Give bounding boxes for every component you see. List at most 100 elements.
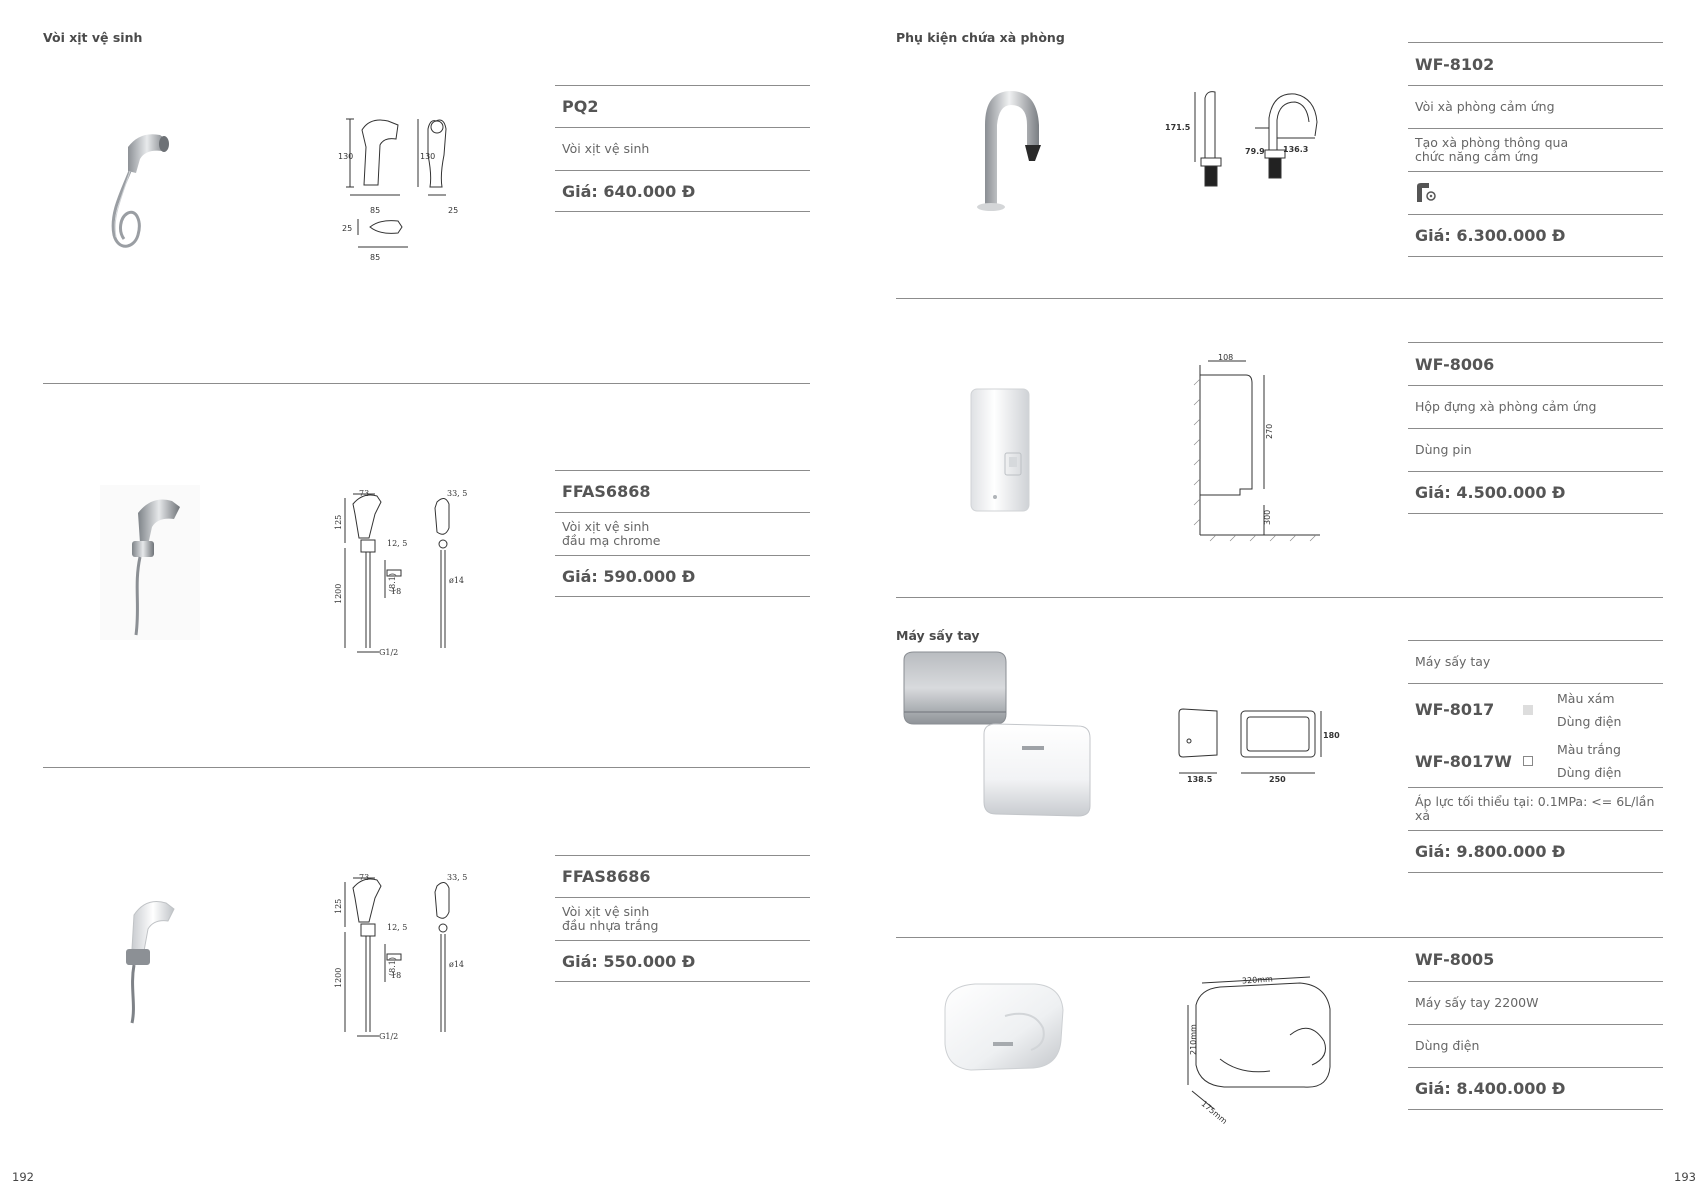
svg-text:138.5: 138.5 (1187, 775, 1213, 784)
ffas6868-spec-table: FFAS6868 Vòi xịt vệ sinh đầu mạ chrome G… (555, 470, 810, 597)
product-desc-row: Vòi xà phòng cảm ứng (1408, 85, 1663, 128)
svg-text:33, 5: 33, 5 (447, 873, 467, 882)
product-price: Giá: 9.800.000 Đ (1415, 842, 1566, 861)
product-price-row: Giá: 6.300.000 Đ (1408, 214, 1663, 257)
feature-line-1: Tạo xà phòng thông qua (1415, 135, 1569, 150)
section-divider (896, 597, 1663, 598)
product-code: WF-8006 (1415, 354, 1495, 374)
svg-text:171.5: 171.5 (1165, 123, 1191, 132)
svg-text:130: 130 (420, 152, 435, 161)
pq2-technical-drawing: 130 85 130 25 25 85 (338, 118, 458, 262)
svg-text:G1/2: G1/2 (379, 1032, 398, 1041)
variant-color: Màu xám (1557, 690, 1615, 706)
svg-text:85: 85 (370, 253, 380, 262)
product-price: Giá: 590.000 Đ (562, 566, 696, 586)
product-description: Hộp đựng xà phòng cảm ứng (1415, 399, 1597, 414)
wf8006-product-photo (970, 388, 1030, 512)
page-number-left: 192 (12, 1170, 34, 1184)
svg-text:136.3: 136.3 (1283, 145, 1308, 154)
product-price-row: Giá: 9.800.000 Đ (1408, 830, 1663, 873)
svg-text:85: 85 (370, 206, 380, 215)
variant-row-white: WF-8017W Màu trắng Dùng điện (1408, 735, 1663, 787)
product-code: WF-8102 (1415, 54, 1495, 74)
product-description: Vòi xịt vệ sinh (562, 141, 650, 156)
product-price-row: Giá: 550.000 Đ (555, 940, 810, 982)
section-divider (896, 298, 1663, 299)
product-code-row: FFAS6868 (555, 470, 810, 512)
product-code: WF-8005 (1415, 950, 1495, 969)
pq2-spec-table: PQ2 Vòi xịt vệ sinh Giá: 640.000 Đ (555, 85, 810, 212)
svg-text:180: 180 (1323, 731, 1340, 740)
svg-text:G1/2: G1/2 (379, 648, 398, 657)
product-heading: Máy sấy tay (1415, 654, 1491, 669)
svg-text:1200: 1200 (334, 968, 343, 988)
svg-text:210mm: 210mm (1189, 1024, 1198, 1055)
wf8017-technical-drawing: 180 138.5 250 (1178, 708, 1340, 784)
product-power-row: Dùng pin (1408, 428, 1663, 471)
svg-text:175mm: 175mm (1199, 1099, 1229, 1126)
product-desc-row: Hộp đựng xà phòng cảm ứng (1408, 385, 1663, 428)
product-desc-row: Vòi xịt vệ sinh đầu mạ chrome (555, 512, 810, 555)
wf8005-technical-drawing: 320mm 210mm 175mm (1187, 974, 1331, 1126)
product-price: Giá: 550.000 Đ (562, 951, 696, 971)
product-price-row: Giá: 590.000 Đ (555, 555, 810, 597)
ffas8686-product-photo (126, 901, 175, 1024)
color-swatch-grey (1523, 704, 1533, 715)
product-price: Giá: 6.300.000 Đ (1415, 226, 1566, 245)
product-price-row: Giá: 640.000 Đ (555, 170, 810, 212)
variant-code: WF-8017W (1415, 751, 1512, 771)
product-power-row: Dùng điện (1408, 1024, 1663, 1067)
variant-row-grey: WF-8017 Màu xám Dùng điện (1408, 683, 1663, 735)
svg-text:73: 73 (359, 489, 369, 498)
wf8102-technical-drawing: 171.5 79.9 136.3 (1165, 91, 1318, 187)
section-divider (43, 383, 810, 384)
wf8006-spec-table: WF-8006 Hộp đựng xà phòng cảm ứng Dùng p… (1408, 342, 1663, 514)
product-price-row: Giá: 8.400.000 Đ (1408, 1067, 1663, 1110)
variant-power: Dùng điện (1557, 713, 1622, 729)
svg-text:125: 125 (334, 899, 343, 914)
svg-text:320mm: 320mm (1242, 974, 1274, 985)
product-code-row: WF-8005 (1408, 938, 1663, 981)
wf8006-technical-drawing: 108 270 300 (1193, 353, 1320, 542)
product-price-row: Giá: 4.500.000 Đ (1408, 471, 1663, 514)
product-price: Giá: 4.500.000 Đ (1415, 483, 1566, 502)
product-code-row: WF-8006 (1408, 342, 1663, 385)
svg-text:1200: 1200 (334, 584, 343, 604)
svg-text:ø14: ø14 (449, 576, 464, 585)
product-desc-row: Máy sấy tay 2200W (1408, 981, 1663, 1024)
variant-power: Dùng điện (1557, 765, 1622, 780)
svg-text:25: 25 (448, 206, 458, 215)
product-power: Dùng điện (1415, 1038, 1480, 1053)
svg-text:108: 108 (1218, 353, 1233, 362)
color-swatch-white (1523, 756, 1533, 766)
product-description-line-1: Vòi xịt vệ sinh (562, 519, 650, 534)
section-divider (43, 767, 810, 768)
product-code: FFAS6868 (562, 482, 651, 501)
page-number-right: 193 (1674, 1170, 1696, 1184)
section-title-soap: Phụ kiện chứa xà phòng (896, 30, 1065, 45)
svg-text:12, 5: 12, 5 (387, 923, 407, 932)
svg-text:73: 73 (359, 873, 369, 882)
svg-text:79.9: 79.9 (1245, 147, 1265, 156)
product-price: Giá: 8.400.000 Đ (1415, 1079, 1566, 1098)
product-description-line-2: đầu mạ chrome (562, 533, 661, 548)
wf8005-product-photo (944, 983, 1064, 1071)
product-icon-row (1408, 171, 1663, 214)
product-code: FFAS8686 (562, 867, 651, 886)
variant-code: WF-8017 (1415, 700, 1495, 719)
wf8102-spec-table: WF-8102 Vòi xà phòng cảm ứng Tạo xà phòn… (1408, 42, 1663, 257)
product-description-line-1: Vòi xịt vệ sinh (562, 904, 650, 919)
ffas6868-product-photo (100, 485, 200, 640)
wf8017-spec-table: Máy sấy tay WF-8017 Màu xám Dùng điện WF… (1408, 640, 1663, 873)
svg-text:(8.1): (8.1) (388, 957, 397, 976)
svg-text:33, 5: 33, 5 (447, 489, 467, 498)
svg-text:12, 5: 12, 5 (387, 539, 407, 548)
section-title-bidet: Vòi xịt vệ sinh (43, 30, 143, 45)
product-code-row: PQ2 (555, 85, 810, 127)
wf8005-spec-table: WF-8005 Máy sấy tay 2200W Dùng điện Giá:… (1408, 938, 1663, 1110)
svg-text:250: 250 (1269, 775, 1286, 784)
product-desc-row: Vòi xịt vệ sinh đầu nhựa trắng (555, 897, 810, 940)
svg-text:18: 18 (391, 971, 401, 980)
svg-text:ø14: ø14 (449, 960, 464, 969)
svg-text:25: 25 (342, 224, 352, 233)
